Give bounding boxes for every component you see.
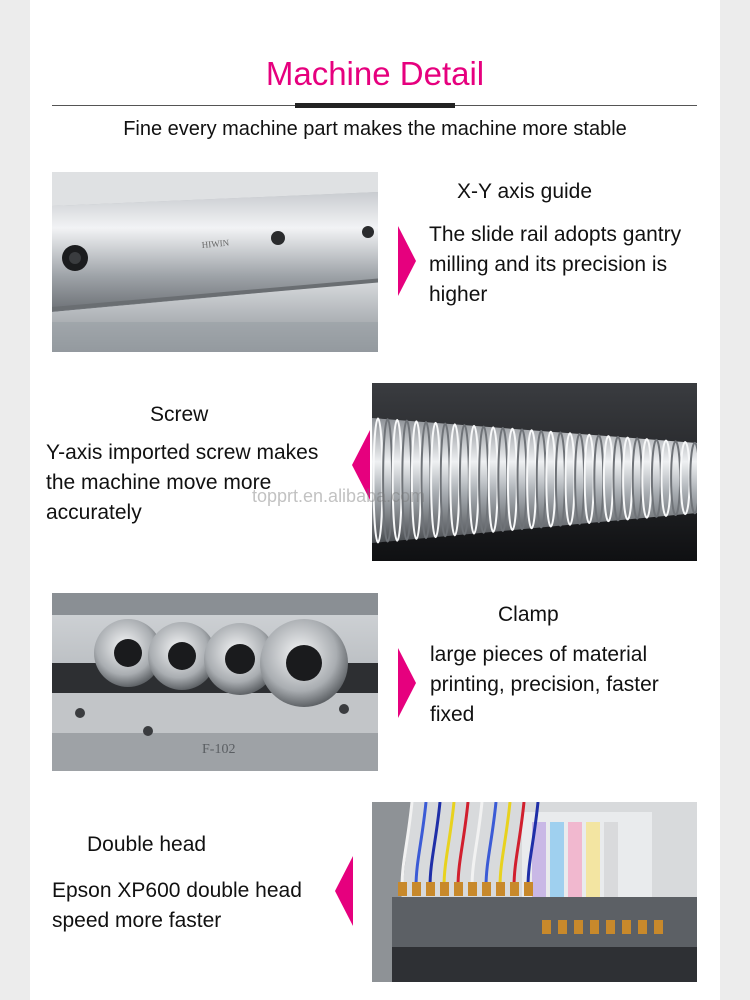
screw-arrow-icon (352, 430, 370, 500)
left-margin (0, 0, 30, 1000)
right-margin (720, 0, 750, 1000)
double-head-line-1: Epson XP600 double head (52, 879, 302, 902)
xy-guide-label: X-Y axis guide (457, 180, 593, 203)
ink-cables (398, 802, 663, 934)
screw-line-2: the machine move more (46, 471, 272, 494)
screw-line-1: Y-axis imported screw makes (46, 441, 319, 464)
clamp-photo: F-102 (52, 593, 378, 771)
watermark: topprt.en.alibaba.com (252, 486, 426, 506)
screw-threads (372, 417, 697, 544)
xy-guide-line-3: higher (429, 283, 488, 306)
clamp-label: Clamp (498, 603, 559, 626)
double-head-arrow-icon (335, 856, 353, 926)
xy-guide-line-1: The slide rail adopts gantry (429, 223, 682, 246)
clamp-line-3: fixed (430, 703, 475, 726)
screw-line-3: accurately (46, 501, 142, 524)
clamp-line-2: printing, precision, faster (430, 673, 659, 696)
hiwin-label: HIWIN (201, 238, 230, 250)
double-head-description: Epson XP600 double head speed more faste… (52, 876, 302, 936)
title-divider-accent (295, 103, 455, 108)
clamp-description: large pieces of material printing, preci… (430, 640, 659, 730)
screw-label: Screw (150, 403, 209, 426)
screw-description: Y-axis imported screw makes the machine … (46, 438, 318, 528)
screw-photo (372, 383, 697, 561)
clamp-arrow-icon (398, 648, 416, 718)
page-subtitle: Fine every machine part makes the machin… (123, 118, 627, 140)
xy-guide-arrow-icon (398, 226, 416, 296)
double-head-photo (372, 802, 697, 982)
clamp-line-1: large pieces of material (430, 643, 648, 666)
xy-guide-line-2: milling and its precision is (429, 253, 668, 276)
double-head-line-2: speed more faster (52, 909, 222, 932)
double-head-label: Double head (87, 833, 207, 856)
xy-guide-photo: HIWIN (52, 172, 378, 352)
page-title: Machine Detail (265, 55, 485, 92)
xy-guide-description: The slide rail adopts gantry milling and… (429, 220, 681, 310)
rail-marking: F-102 (202, 742, 235, 757)
